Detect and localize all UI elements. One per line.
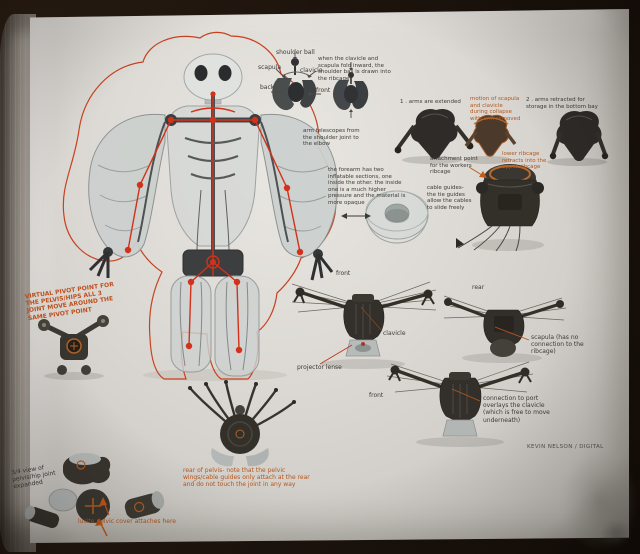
projector-leader-line (319, 344, 353, 365)
note-telescope: arm telescopes from the shoulder joint t… (303, 128, 360, 148)
label-shoulder-ball: shoulder ball (276, 49, 315, 56)
label-front-mid: front (336, 270, 351, 277)
note-fold: when the clavicle and scapula fold inwar… (318, 56, 391, 82)
label-clavicle-mid: clavicle (383, 330, 406, 337)
label-rear: rear (472, 284, 485, 291)
note-lucite: lucite pelvic cover attaches here (78, 518, 176, 525)
note-step2: 2 . arms retracted for storage in the bo… (526, 97, 598, 110)
port-leader-line (451, 388, 481, 402)
scapula-leader-line (494, 326, 530, 341)
note-step1: 1 . arms are extended (400, 99, 461, 105)
note-scapula-connection: scapula (has no connection to the ribcag… (531, 334, 584, 356)
note-cable-guides: cable guides- the tie guides allow the c… (427, 185, 472, 211)
page-smudge (538, 446, 638, 552)
note-forearm: the forearm has two inflatable sections,… (328, 167, 406, 206)
label-back: back (260, 84, 275, 91)
note-ribcage-retract: lower ribcage retracts into the upper ri… (502, 151, 547, 171)
note-pelvis-rear: rear of pelvis- note that the pelvic win… (183, 467, 310, 489)
note-port: connection to port overlays the clavicle… (483, 395, 550, 424)
label-scapula: scapula (258, 64, 282, 71)
note-attachment: attachment point for the workers ribcage (430, 156, 478, 176)
note-collapse: motion of scapula and clavicle during co… (470, 96, 521, 122)
label-projector: projector lense (297, 364, 342, 371)
label-front-top: front (316, 87, 331, 94)
clavicle-leader-line (360, 306, 383, 332)
label-front-bottom: front (369, 392, 384, 399)
